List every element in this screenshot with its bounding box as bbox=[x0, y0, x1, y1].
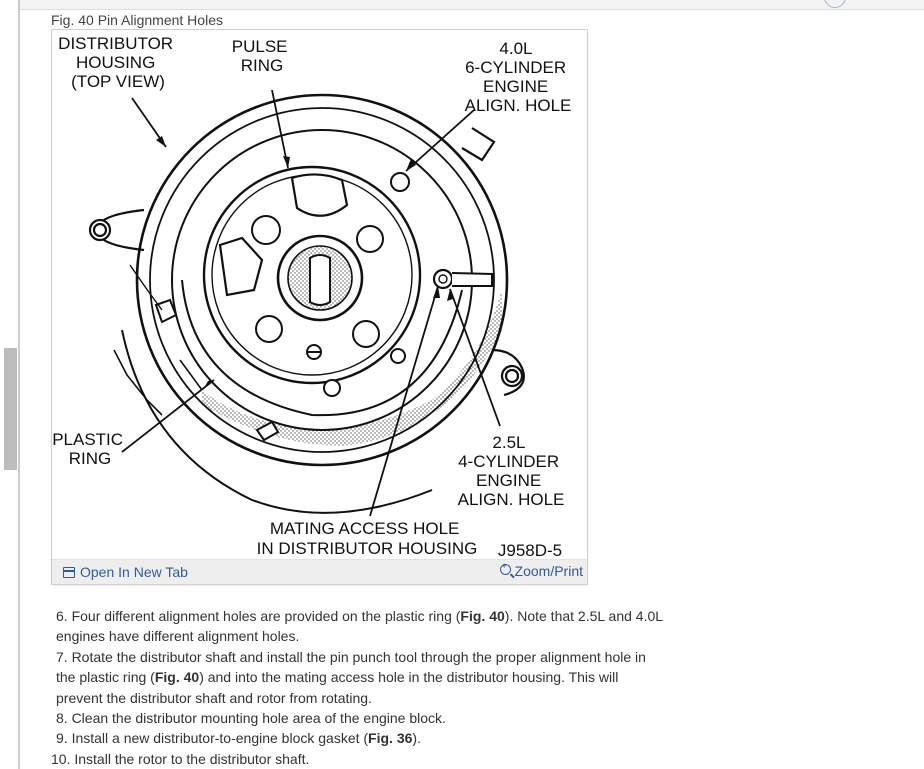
label-2-5l-align-hole: 2.5L 4-CYLINDER ENGINE ALIGN. HOLE bbox=[458, 433, 565, 509]
label-plastic-ring: PLASTIC RING bbox=[52, 430, 128, 468]
pulse-slot-left bbox=[218, 236, 264, 297]
zoom-in-icon bbox=[499, 561, 511, 575]
label-distributor-housing: DISTRIBUTOR HOUSING (TOP VIEW) bbox=[58, 34, 178, 91]
pulse-slot-top bbox=[290, 173, 349, 217]
housing-lower-flange bbox=[121, 329, 433, 514]
fig-ref: Fig. 40 bbox=[460, 608, 505, 624]
pulse-ring-holes bbox=[251, 215, 406, 397]
stippled-region bbox=[202, 290, 502, 446]
right-notch bbox=[451, 272, 493, 287]
left-scroll-handle[interactable] bbox=[4, 348, 17, 470]
zoom-print-link[interactable]: Zoom/Print bbox=[499, 561, 583, 579]
fig-ref: Fig. 40 bbox=[154, 669, 200, 686]
pulse-ring bbox=[202, 165, 422, 385]
toolbar-circle-icon[interactable] bbox=[824, 0, 846, 8]
housing-inner-ring bbox=[149, 107, 495, 453]
step-8: 8. Clean the distributor mounting hole a… bbox=[56, 710, 446, 727]
figure-caption: Fig. 40 Pin Alignment Holes bbox=[51, 12, 223, 28]
arrow-heads bbox=[156, 136, 453, 388]
figure-card: DISTRIBUTOR HOUSING (TOP VIEW) PULSE RIN… bbox=[51, 29, 588, 585]
zoom-print-label: Zoom/Print bbox=[514, 563, 583, 579]
housing-outer-ring bbox=[135, 93, 509, 467]
align-hole-4-0l bbox=[390, 172, 410, 192]
figure-code: J958D-5 bbox=[498, 541, 562, 560]
top-right-tab bbox=[461, 127, 496, 162]
step-7: 7. Rotate the distributor shaft and inst… bbox=[56, 648, 646, 706]
new-tab-icon bbox=[63, 567, 75, 578]
left-divider bbox=[18, 0, 20, 769]
open-in-new-tab-label: Open In New Tab bbox=[80, 564, 188, 580]
top-toolbar-strip bbox=[20, 0, 924, 10]
label-pulse-ring: PULSE RING bbox=[232, 37, 292, 75]
figure-footer: Open In New Tab Zoom/Print bbox=[52, 559, 587, 584]
step-9: 9. Install a new distributor-to-engine b… bbox=[56, 730, 421, 747]
fig-ref: Fig. 36 bbox=[368, 730, 413, 747]
plastic-ring-inner bbox=[181, 279, 463, 417]
leader-lines bbox=[121, 89, 501, 517]
lower-pin bbox=[255, 420, 280, 442]
right-mount-ear bbox=[491, 348, 525, 397]
label-4-0l-align-hole: 4.0L 6-CYLINDER ENGINE ALIGN. HOLE bbox=[465, 39, 572, 115]
left-mount-ear bbox=[88, 208, 145, 252]
left-clip bbox=[154, 298, 178, 324]
step-10: 10. Install the rotor to the distributor… bbox=[51, 750, 310, 767]
shaft-key bbox=[309, 254, 331, 306]
left-bracket bbox=[129, 264, 163, 311]
procedure-steps: 6. Four different alignment holes are pr… bbox=[51, 606, 663, 769]
distributor-diagram: DISTRIBUTOR HOUSING (TOP VIEW) PULSE RIN… bbox=[52, 34, 572, 560]
open-in-new-tab-link[interactable]: Open In New Tab bbox=[63, 564, 188, 580]
label-mating-access-hole: MATING ACCESS HOLE IN DISTRIBUTOR HOUSIN… bbox=[257, 519, 478, 558]
step-6: 6. Four different alignment holes are pr… bbox=[56, 608, 663, 645]
